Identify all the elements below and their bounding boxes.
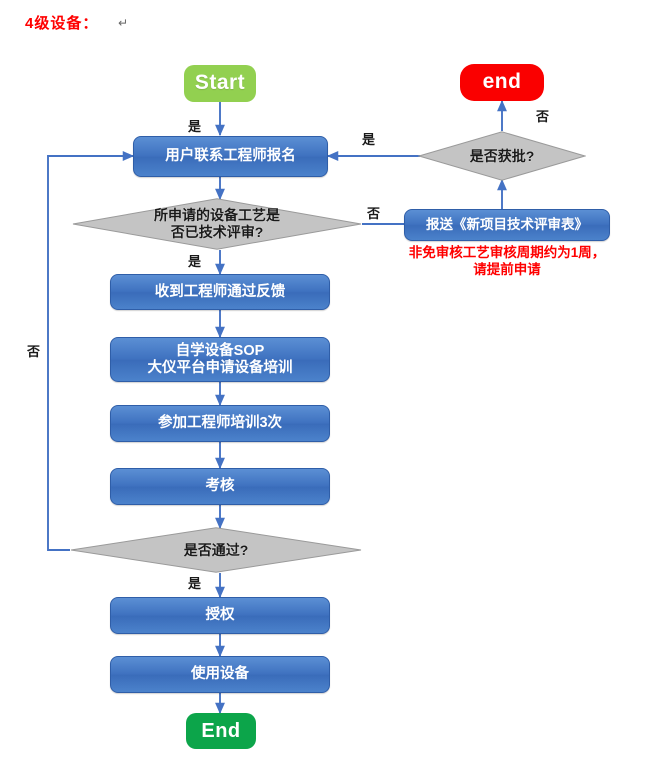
paragraph-mark-icon: ↵ [118,16,129,30]
diamond-shape [70,527,362,573]
node-end-red-label: end [482,70,522,94]
node-start-label: Start [194,71,246,95]
node-use-equipment-label: 使用设备 [191,666,249,683]
node-tech-review-decision-label: 所申请的设备工艺是 否已技术评审? [154,207,280,241]
node-contact-engineer[interactable]: 用户联系工程师报名 [133,136,328,177]
edge-label-tech-review-yes: 是 [188,254,202,269]
self-study-label-line2: 大仪平台申请设备培训 [147,359,293,376]
tech-review-label-line1: 所申请的设备工艺是 [154,207,280,224]
node-contact-engineer-label: 用户联系工程师报名 [165,148,296,165]
node-authorize[interactable]: 授权 [110,597,330,634]
node-tech-review-decision[interactable]: 所申请的设备工艺是 否已技术评审? [72,198,362,250]
node-authorize-label: 授权 [205,607,235,624]
node-use-equipment[interactable]: 使用设备 [110,656,330,693]
node-training-label: 参加工程师培训3次 [157,415,283,432]
edge-label-start-to-contact: 是 [188,119,202,134]
edge-label-approval-no: 否 [536,109,550,124]
diamond-shape [418,131,586,181]
node-end-red[interactable]: end [460,64,544,101]
edge-label-tech-review-no: 否 [367,206,381,221]
node-self-study[interactable]: 自学设备SOP 大仪平台申请设备培训 [110,337,330,382]
node-assessment[interactable]: 考核 [110,468,330,505]
node-approval-decision[interactable]: 是否获批? [418,131,586,181]
node-pass-decision-label: 是否通过? [183,541,249,558]
self-study-label-line1: 自学设备SOP [175,342,265,359]
node-feedback-label: 收到工程师通过反馈 [154,283,286,300]
node-training[interactable]: 参加工程师培训3次 [110,405,330,442]
node-start[interactable]: Start [184,65,256,102]
tech-review-label-line2: 否已技术评审? [170,224,264,240]
note-review-cycle: 非免审核工艺审核周期约为1周，请提前申请 [408,245,606,277]
page-title: 4级设备： [25,15,99,32]
node-self-study-label: 自学设备SOP 大仪平台申请设备培训 [148,343,293,376]
node-submit-form-label: 报送《新项目技术评审表》 [426,217,588,233]
diamond-shape [72,198,362,250]
edge-label-approval-yes: 是 [362,132,376,147]
node-submit-form[interactable]: 报送《新项目技术评审表》 [404,209,610,241]
node-pass-decision[interactable]: 是否通过? [70,527,362,573]
node-approval-decision-label: 是否获批? [469,147,535,164]
node-feedback[interactable]: 收到工程师通过反馈 [110,274,330,310]
node-end-green[interactable]: End [186,713,256,749]
node-assessment-label: 考核 [205,478,235,495]
node-end-green-label: End [201,719,241,742]
edge-label-pass-yes: 是 [188,576,202,591]
edge-label-pass-no: 否 [27,344,41,359]
